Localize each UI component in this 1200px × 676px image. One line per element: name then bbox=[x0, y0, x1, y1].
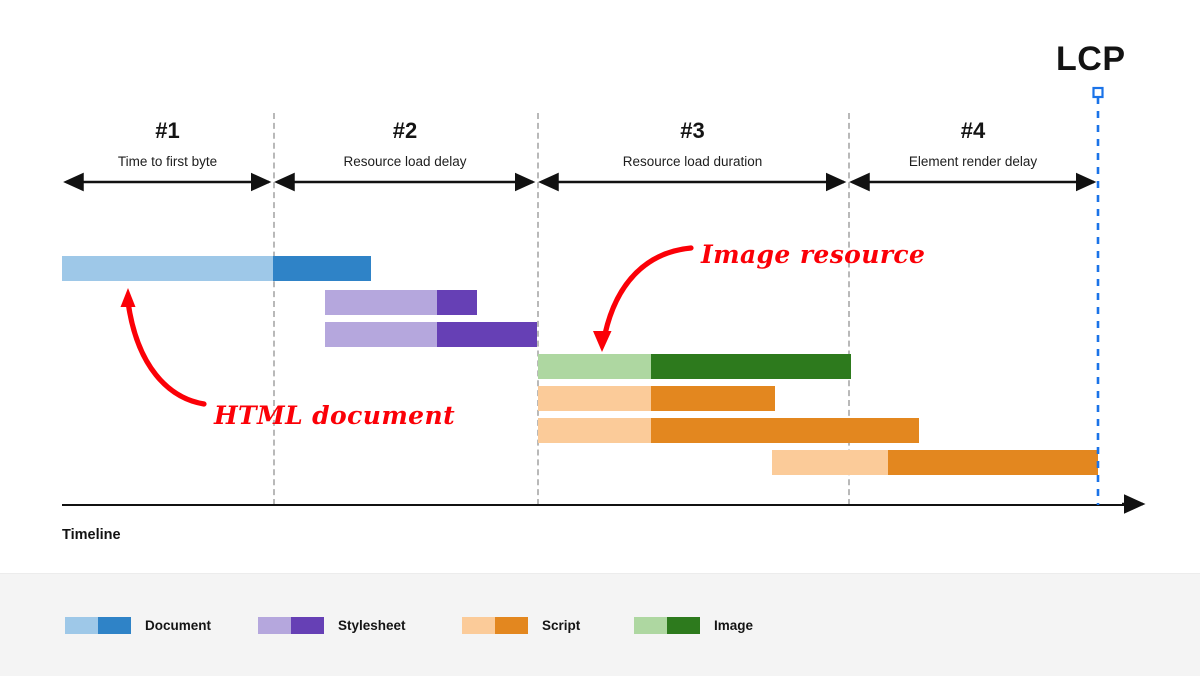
image-transfer-segment bbox=[651, 354, 851, 379]
phase-number: #3 bbox=[680, 118, 705, 143]
image-wait-segment bbox=[538, 354, 651, 379]
phase-divider-3 bbox=[848, 113, 850, 505]
phase-description: Resource load duration bbox=[622, 154, 763, 169]
timeline-axis-line bbox=[62, 504, 1124, 506]
script-wait-segment bbox=[538, 386, 651, 411]
stylesheet-transfer-segment bbox=[437, 322, 537, 347]
legend-swatch-script bbox=[462, 617, 528, 634]
image-bar[interactable] bbox=[538, 354, 851, 379]
legend-swatch-document bbox=[65, 617, 131, 634]
script-transfer-segment bbox=[651, 418, 919, 443]
legend-item-script[interactable]: Script bbox=[462, 617, 580, 634]
document-transfer-segment bbox=[273, 256, 371, 281]
phase-number: #1 bbox=[155, 118, 180, 143]
script-wait-segment bbox=[772, 450, 888, 475]
stylesheet-wait-segment bbox=[325, 290, 437, 315]
phase-number: #4 bbox=[960, 118, 986, 143]
phase-description: Element render delay bbox=[908, 154, 1038, 169]
legend-band bbox=[0, 573, 1200, 676]
phase-description: Resource load delay bbox=[343, 154, 467, 169]
script-transfer-segment bbox=[888, 450, 1098, 475]
html-document-annotation: HTML document bbox=[214, 401, 456, 430]
lcp-label: LCP bbox=[1056, 40, 1126, 78]
phase-divider-2 bbox=[537, 113, 539, 505]
stylesheet-bar-2[interactable] bbox=[325, 322, 537, 347]
stylesheet-bar-1[interactable] bbox=[325, 290, 477, 315]
legend-label: Stylesheet bbox=[338, 618, 406, 633]
timeline-label: Timeline bbox=[62, 527, 121, 543]
document-bar[interactable] bbox=[62, 256, 371, 281]
legend-item-document[interactable]: Document bbox=[65, 617, 211, 634]
legend-label: Script bbox=[542, 618, 581, 633]
legend-item-image[interactable]: Image bbox=[634, 617, 753, 634]
phase-number: #2 bbox=[392, 118, 418, 143]
phase-divider-1 bbox=[273, 113, 275, 505]
stylesheet-transfer-segment bbox=[437, 290, 477, 315]
legend-label: Document bbox=[145, 618, 212, 633]
legend-swatch-image bbox=[634, 617, 700, 634]
legend-label: Image bbox=[714, 618, 754, 633]
legend-swatch-stylesheet bbox=[258, 617, 324, 634]
script-bar-3[interactable] bbox=[772, 450, 1098, 475]
script-transfer-segment bbox=[651, 386, 775, 411]
image-resource-annotation: Image resource bbox=[701, 240, 926, 269]
script-wait-segment bbox=[538, 418, 651, 443]
legend-item-stylesheet[interactable]: Stylesheet bbox=[258, 617, 406, 634]
diagram-canvas bbox=[0, 0, 1200, 573]
script-bar-1[interactable] bbox=[538, 386, 775, 411]
stylesheet-wait-segment bbox=[325, 322, 437, 347]
phase-description: Time to first byte bbox=[117, 154, 218, 169]
document-wait-segment bbox=[62, 256, 273, 281]
script-bar-2[interactable] bbox=[538, 418, 919, 443]
